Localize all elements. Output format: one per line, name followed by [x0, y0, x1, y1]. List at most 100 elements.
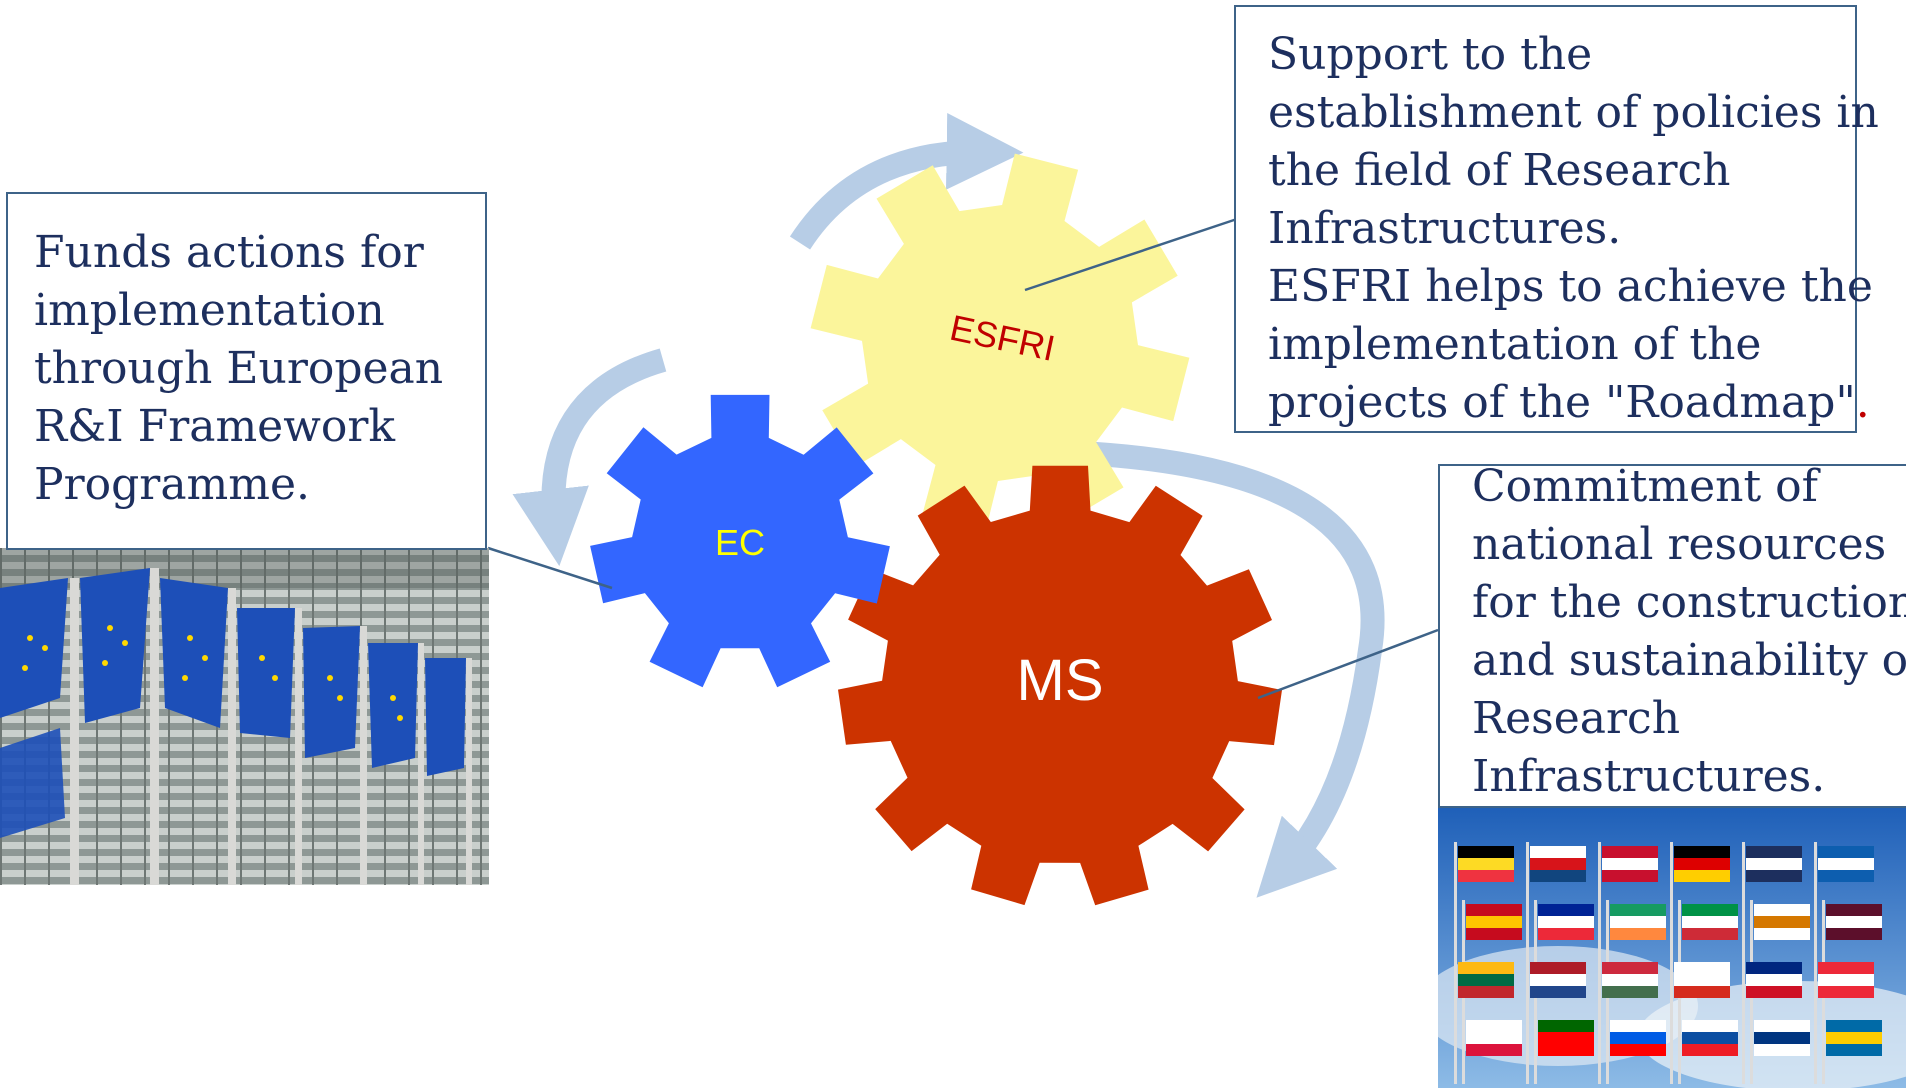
ms-gear-shape [838, 465, 1282, 906]
flag-pole [1606, 1016, 1609, 1084]
esfri-callout-line: the field of Research [1268, 145, 1731, 196]
flag-stripe [1746, 962, 1802, 974]
eu-flags-photo [0, 548, 489, 885]
flag-stripe [1458, 974, 1514, 986]
flag-stripe [1538, 928, 1594, 940]
flag-stripe [1746, 986, 1802, 998]
flag-pole [1822, 1016, 1825, 1084]
connector-esfri [1024, 216, 1241, 292]
flag-stripe [1746, 974, 1802, 986]
flag-stripe [1826, 928, 1882, 940]
ms-callout-line: for the construction [1472, 577, 1906, 628]
flag-stripe [1602, 870, 1658, 882]
ec-callout-line: Programme. [34, 459, 311, 510]
flag-stripe [1458, 986, 1514, 998]
flag-stripe [1610, 916, 1666, 928]
flag-pole [1534, 1016, 1537, 1084]
flag-stripe [1674, 962, 1730, 974]
ec-callout-line: R&I Framework [34, 401, 396, 452]
flag-stripe [1674, 986, 1730, 998]
flag-pole [1526, 958, 1529, 1084]
flag-stripe [1466, 904, 1522, 916]
flag-pole [1598, 958, 1601, 1084]
connector-ms [1257, 628, 1439, 700]
ms-callout-box: Commitment of national resources for the… [1438, 461, 1906, 808]
connector-ec [487, 546, 613, 590]
flag-stripe [1754, 928, 1810, 940]
flag-stripe [1466, 1032, 1522, 1044]
flag-stripe [1754, 1032, 1810, 1044]
ms-callout-line: Research [1472, 693, 1681, 744]
flag-stripe [1458, 858, 1514, 870]
flag-stripe [1818, 846, 1874, 858]
flag-stripe [1610, 904, 1666, 916]
flag-stripe [1826, 1044, 1882, 1056]
ec-gear-label: EC [715, 522, 765, 563]
flag-stripe [1458, 962, 1514, 974]
esfri-callout-line: Infrastructures. [1268, 203, 1622, 254]
cycle-arrow-right [1079, 441, 1385, 898]
esfri-callout-line: ESFRI helps to achieve the [1268, 261, 1873, 312]
flag-pole [1670, 958, 1673, 1084]
esfri-callout-box: Support to the establishment of policies… [1234, 5, 1879, 433]
flag-pole [1454, 958, 1457, 1084]
esfri-callout-line: projects of the "Roadmap". [1268, 374, 1879, 432]
esfri-callout-line: establishment of policies in [1268, 87, 1879, 138]
ms-gear-label: MS [1017, 648, 1104, 713]
flag-stripe [1754, 916, 1810, 928]
esfri-callout-text: Support to the establishment of policies… [1268, 26, 1879, 432]
cycle-arrow-top [789, 113, 1024, 250]
ec-callout-line: through European [34, 343, 444, 394]
flag-stripe [1818, 962, 1874, 974]
flag-stripe [1602, 962, 1658, 974]
flag-stripe [1610, 928, 1666, 940]
flag-stripe [1610, 1032, 1666, 1044]
flag-stripe [1602, 986, 1658, 998]
flag-stripe [1458, 870, 1514, 882]
ms-gear: MS [838, 465, 1282, 906]
ec-callout-text: Funds actions for implementation through… [34, 224, 443, 514]
flag-stripe [1826, 916, 1882, 928]
flag-stripe [1458, 846, 1514, 858]
flag-stripe [1826, 1020, 1882, 1032]
esfri-callout-last-line: projects of the "Roadmap" [1268, 377, 1856, 428]
flag-stripe [1682, 1020, 1738, 1032]
flag-stripe [1682, 904, 1738, 916]
flag-stripe [1530, 974, 1586, 986]
flag-stripe [1818, 974, 1874, 986]
flag-pole [1462, 1016, 1465, 1084]
flag-stripe [1538, 1044, 1594, 1056]
ec-callout-line: implementation [34, 285, 385, 336]
ec-callout-line: Funds actions for [34, 227, 424, 278]
flag-stripe [1682, 1044, 1738, 1056]
flag-stripe [1818, 870, 1874, 882]
esfri-gear: ESFRI [810, 153, 1190, 533]
flag-stripe [1674, 858, 1730, 870]
flag-stripe [1818, 986, 1874, 998]
flag-stripe [1746, 858, 1802, 870]
flag-stripe [1674, 846, 1730, 858]
flag-stripe [1754, 904, 1810, 916]
flag-stripe [1818, 858, 1874, 870]
ec-gear-shape [590, 394, 890, 688]
esfri-callout-line: implementation of the [1268, 319, 1762, 370]
flag-stripe [1682, 916, 1738, 928]
flag-pole [1742, 958, 1745, 1084]
flag-stripe [1610, 1020, 1666, 1032]
flag-stripe [1602, 974, 1658, 986]
flag-pole [1678, 1016, 1681, 1084]
ms-callout-line: national resources [1472, 519, 1887, 570]
ms-callout-line: Commitment of [1472, 461, 1818, 512]
flag-stripe [1754, 1044, 1810, 1056]
flag-stripe [1682, 928, 1738, 940]
flag-stripe [1538, 904, 1594, 916]
flag-stripe [1466, 928, 1522, 940]
flag-stripe [1602, 858, 1658, 870]
flag-stripe [1530, 962, 1586, 974]
flag-stripe [1466, 1020, 1522, 1032]
ms-callout-line: Infrastructures. [1472, 751, 1826, 802]
flag-stripe [1674, 870, 1730, 882]
ms-callout-text: Commitment of national resources for the… [1472, 458, 1906, 806]
flag-stripe [1754, 1020, 1810, 1032]
